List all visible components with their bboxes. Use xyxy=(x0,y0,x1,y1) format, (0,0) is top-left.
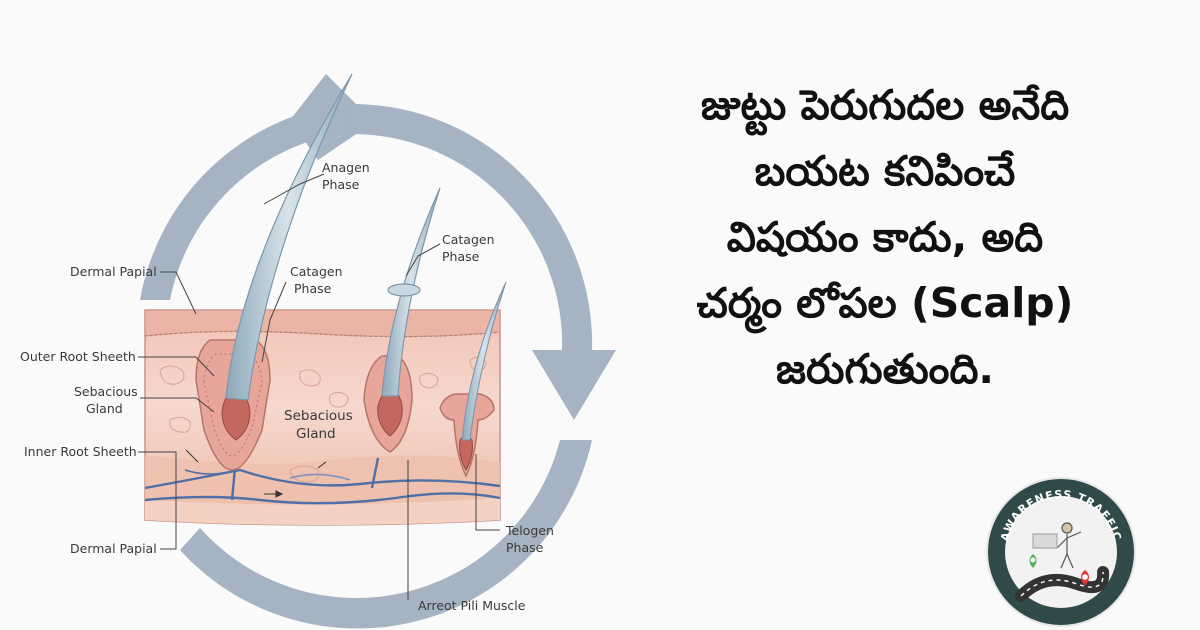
headline-line: విషయం కాదు, అది xyxy=(726,213,1044,261)
hair-growth-diagram: Anagen Phase Catagen Phase Catagen Phase… xyxy=(20,73,616,629)
traffic-officer-icon xyxy=(1032,522,1082,569)
inner-root-sheeth-label: Inner Root Sheeth xyxy=(24,444,137,459)
sebacious-gland-left-line2: Gland xyxy=(86,401,123,416)
awareness-traffic-logo: AWARENESS TRAFFIC xyxy=(986,477,1136,627)
sebacious-gland-center-line2: Gland xyxy=(296,426,336,442)
outer-root-sheeth-label: Outer Root Sheeth xyxy=(20,349,136,364)
catagen-right-label-line1: Catagen xyxy=(442,232,495,247)
headline-line: బయట కనిపించే xyxy=(754,147,1016,195)
map-pin-icon xyxy=(1029,554,1037,568)
flow-arrows xyxy=(185,449,327,498)
dermal-papial-top-label: Dermal Papial xyxy=(70,264,157,279)
telogen-label-line2: Phase xyxy=(506,540,544,555)
sebacious-gland-left-line1: Sebacious xyxy=(74,384,138,399)
catagen-left-label-line1: Catagen xyxy=(290,264,343,279)
blood-vessels xyxy=(144,457,501,505)
telogen-label-line1: Telogen xyxy=(505,523,554,538)
telogen-follicle xyxy=(439,281,507,478)
cell-texture xyxy=(159,356,487,483)
arreot-pili-muscle-label: Arreot Pili Muscle xyxy=(418,598,526,613)
catagen-left-label-line2: Phase xyxy=(294,281,332,296)
anagen-follicle xyxy=(195,73,353,471)
catagen-follicle xyxy=(363,187,441,453)
logo-road xyxy=(1015,566,1110,602)
dermal-papial-bottom-label: Dermal Papial xyxy=(70,541,157,556)
headline-line: జరుగుతుంది. xyxy=(776,345,994,393)
headline-line: జుట్టు పెరుగుదల అనేది xyxy=(700,81,1070,129)
anagen-label-line1: Anagen xyxy=(322,160,370,175)
leader-lines xyxy=(138,173,500,600)
anagen-label-line2: Phase xyxy=(322,177,360,192)
sebacious-gland-center-line1: Sebacious xyxy=(284,408,353,424)
catagen-right-label-line2: Phase xyxy=(442,249,480,264)
headline: జుట్టు పెరుగుదల అనేది బయట కనిపించే విషయం… xyxy=(590,72,1180,402)
map-pin-icon xyxy=(1081,570,1089,586)
headline-line: చర్మం లోపల (Scalp) xyxy=(696,279,1074,327)
